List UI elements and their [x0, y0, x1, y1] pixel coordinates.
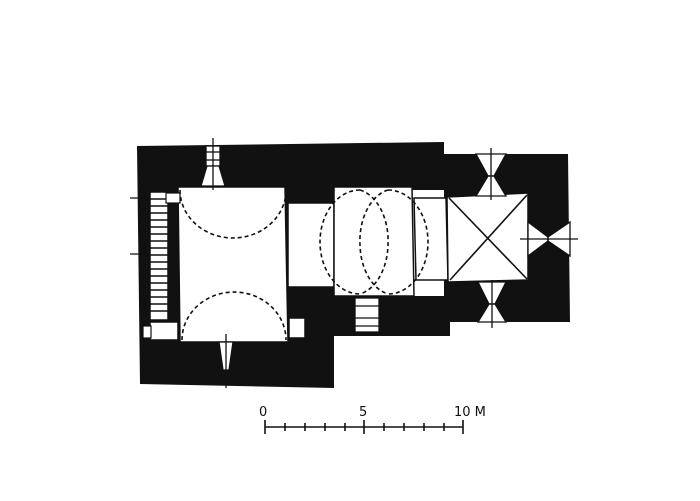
nave-vault-top [179, 189, 287, 239]
window-south-nave [218, 334, 234, 388]
room-interiors [177, 186, 529, 343]
scale-label-5: 5 [359, 405, 367, 420]
middle-bay-room [333, 186, 415, 297]
vault-lines [179, 189, 429, 341]
window-east [520, 220, 578, 258]
stair-landing-step [142, 325, 152, 339]
cross-vault [448, 194, 528, 281]
passage-east [413, 197, 449, 281]
scale-bar [264, 420, 464, 434]
scale-label-10: 10 M [454, 405, 486, 420]
window-north-nave [200, 138, 226, 190]
stair-opening-top [165, 192, 181, 204]
nave-vault-bottom [181, 291, 287, 341]
staircase-shaft [149, 191, 169, 321]
nave-corner-niche [288, 317, 306, 339]
middle-vault-arc-right [359, 189, 389, 295]
nave-room [177, 186, 289, 343]
staircase-steps [150, 198, 168, 312]
middle-vault-arc-right-b [387, 189, 429, 295]
stair-landing-bottom [149, 321, 179, 341]
window-south-middle [354, 297, 380, 333]
window-south-east [470, 280, 514, 328]
section-ticks [130, 197, 150, 255]
window-north-east [468, 148, 514, 200]
window-openings [200, 138, 578, 388]
passage-west [287, 202, 335, 288]
scale-label-0: 0 [259, 405, 267, 420]
middle-vault-arc-left [319, 189, 361, 295]
